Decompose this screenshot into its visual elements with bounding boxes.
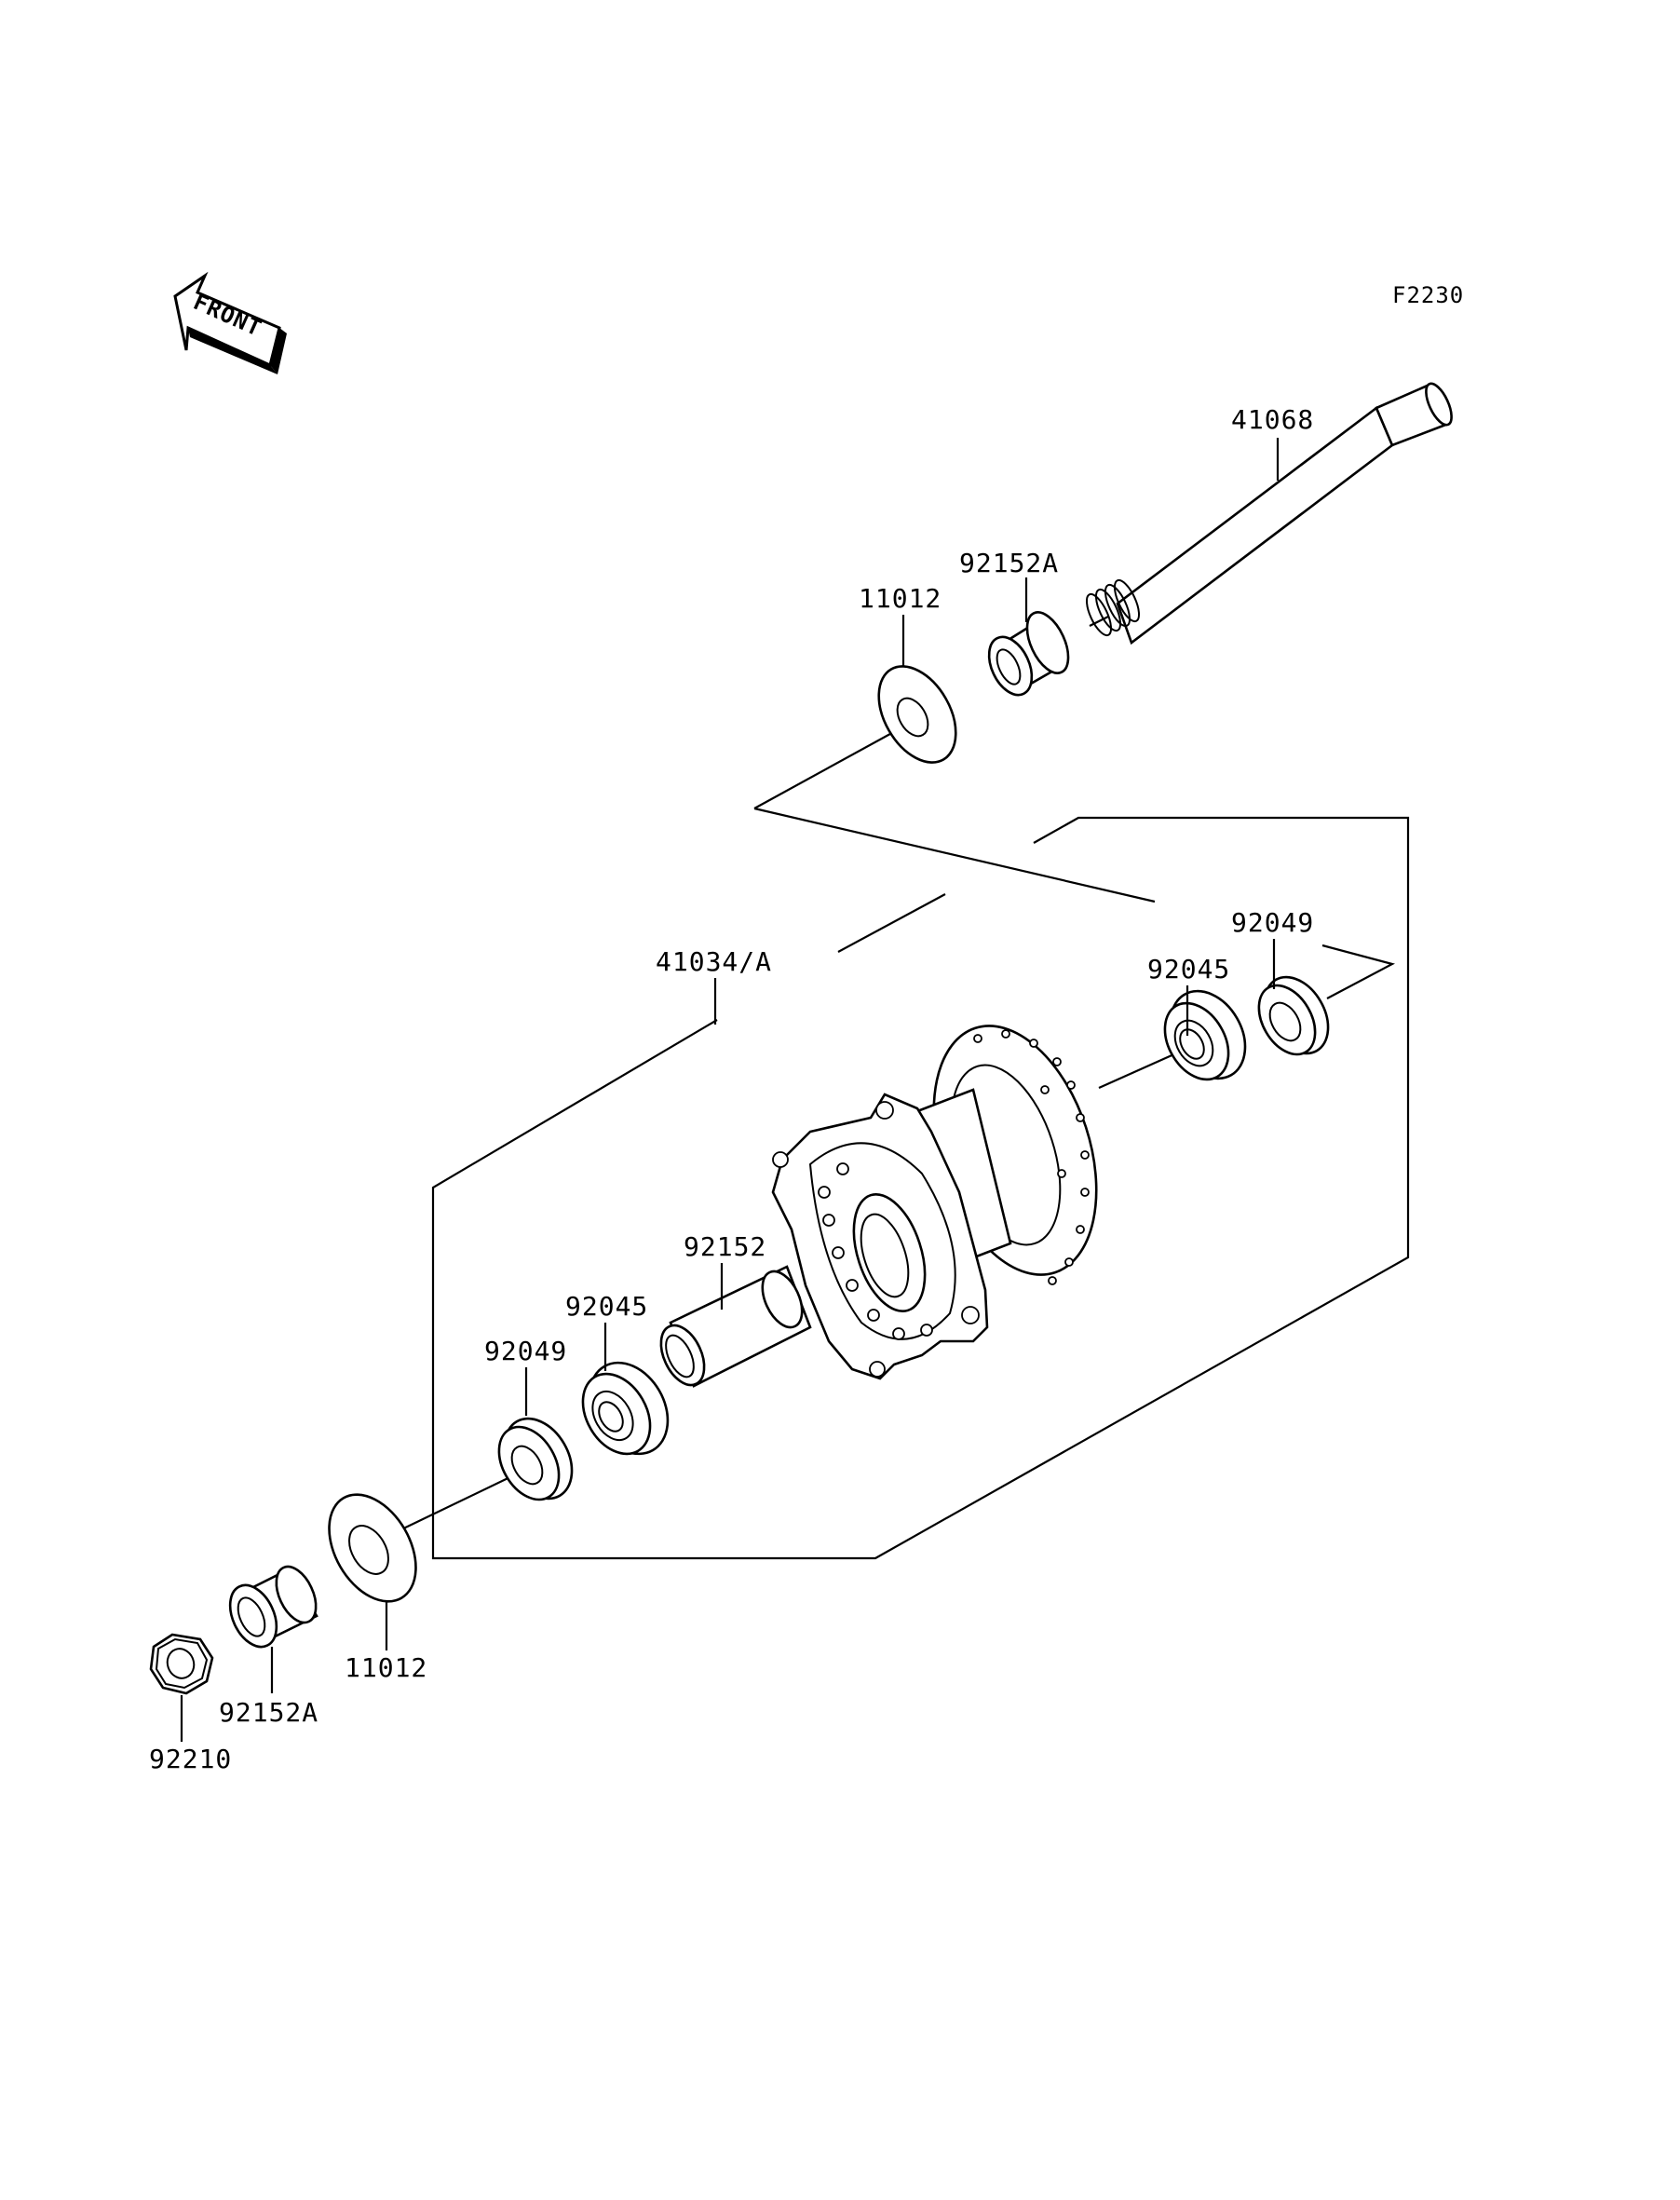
nut-92210 <box>149 1633 214 1695</box>
axle-41068 <box>1085 382 1453 645</box>
diagram-code: F2230 <box>1392 282 1464 308</box>
callout-92210: 92210 <box>149 1744 232 1774</box>
bearing-92045-left <box>581 1361 670 1456</box>
callout-11012-top: 11012 <box>859 583 942 614</box>
collar-92152a-bottom <box>228 1565 318 1649</box>
front-arrow-icon: FRONT <box>173 271 287 374</box>
seal-92049-right <box>1257 975 1330 1056</box>
spacer-92152 <box>659 1265 812 1388</box>
callout-92152a-bottom: 92152A <box>219 1697 318 1728</box>
collar-92152a-top <box>987 611 1070 697</box>
callout-41068: 41068 <box>1231 404 1314 435</box>
callout-41034a: 41034/A <box>656 946 772 977</box>
cover-11012-top <box>877 665 957 764</box>
bearing-92045-right <box>1163 989 1247 1081</box>
callout-92049-right: 92049 <box>1231 907 1314 938</box>
hub-41034a <box>771 1025 1098 1380</box>
callout-92152: 92152 <box>684 1231 766 1262</box>
callout-92045-left: 92045 <box>565 1291 648 1322</box>
assembly-lines <box>395 616 1410 1560</box>
callout-92152a-top: 92152A <box>959 548 1059 578</box>
callout-92045-right: 92045 <box>1147 954 1230 985</box>
seal-92049-left <box>497 1417 574 1501</box>
callout-92049-left: 92049 <box>484 1336 567 1366</box>
callout-11012-bottom: 11012 <box>345 1652 427 1683</box>
cover-11012-bottom <box>328 1493 417 1603</box>
